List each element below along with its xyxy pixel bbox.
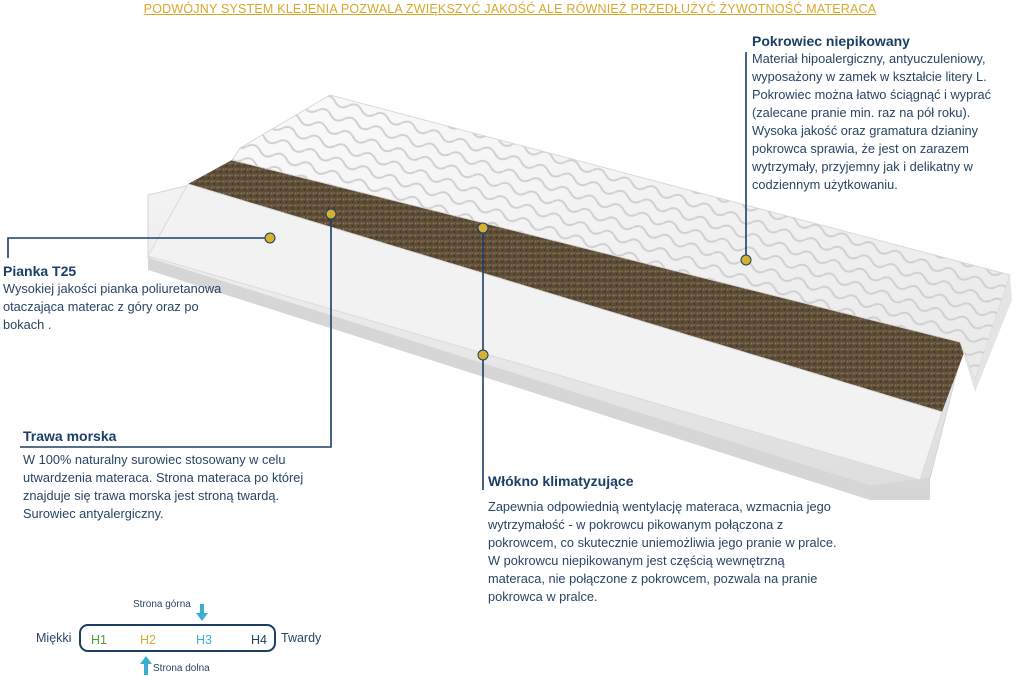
wlokno-dot-bottom: [477, 349, 489, 361]
wlokno-title: Włókno klimatyzujące: [488, 473, 634, 489]
arrow-up-icon: [140, 656, 152, 664]
headline: PODWÓJNY SYSTEM KLEJENIA POZWALA ZWIĘKSZ…: [143, 2, 877, 16]
scale-left-label: Miękki: [36, 631, 72, 645]
scale-bottom-label: Strona dolna: [153, 663, 210, 674]
pianka-dot: [264, 232, 276, 244]
wlokno-dot-top: [477, 222, 489, 234]
seaweed-layer: [188, 160, 968, 412]
quilted-cover: [231, 94, 1012, 392]
trawa-title: Trawa morska: [23, 428, 117, 444]
hardness-scale: H1 H2 H3 H4: [79, 624, 276, 652]
level-h2: H2: [140, 633, 156, 647]
scale-top-label: Strona górna: [133, 599, 191, 610]
level-h4: H4: [251, 633, 267, 647]
level-h3: H3: [196, 633, 212, 647]
pianka-title: Pianka T25: [3, 263, 77, 279]
wlokno-description: Zapewnia odpowiednią wentylację materaca…: [488, 499, 837, 604]
scale-arrows: [140, 604, 208, 675]
callout-dots: [264, 208, 752, 361]
scale-right-label: Twardy: [281, 631, 322, 645]
arrow-down-icon: [196, 613, 208, 621]
foam-front-strip: [147, 183, 943, 481]
trawa-dot: [325, 208, 337, 220]
pokrowiec-title: Pokrowiec niepikowany: [752, 33, 910, 49]
pokrowiec-dot: [740, 254, 752, 266]
trawa-description: W 100% naturalny surowiec stosowany w ce…: [23, 452, 304, 521]
pokrowiec-description: Materiał hipoalergiczny, antyuczuleniowy…: [752, 51, 991, 192]
level-h1: H1: [91, 633, 107, 647]
